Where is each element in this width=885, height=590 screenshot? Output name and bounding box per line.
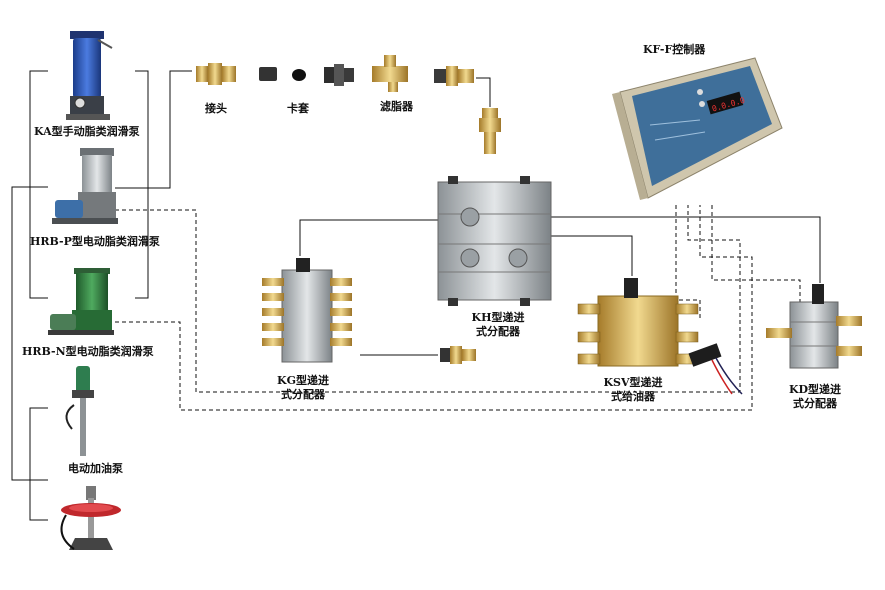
kh-distributor-label-line2: 式分配器 xyxy=(476,325,520,338)
drum-pump-image xyxy=(60,486,121,550)
kd-distributor-label-line1: KD型递进 xyxy=(788,383,842,396)
kh-distributor-label-line1: KH型递进 xyxy=(471,311,525,324)
black-fitting-image xyxy=(324,64,354,86)
kg-distributor-label-line2: 式分配器 xyxy=(281,388,325,401)
electric-pump-label: 电动加油泵 xyxy=(68,462,123,475)
joint-label: 接头 xyxy=(205,102,227,115)
controller-label: KF-F控制器 xyxy=(643,43,706,56)
ferrule-fitting-image xyxy=(259,67,306,81)
vertical-fitting-image xyxy=(479,108,501,154)
hrbn-pump-image xyxy=(48,268,114,335)
grease-filter-label: 滤脂器 xyxy=(380,100,413,113)
straight-fitting-image xyxy=(434,66,474,86)
ferrule-label: 卡套 xyxy=(287,102,309,115)
ksv-feeder-image xyxy=(577,278,743,395)
electric-pump-image xyxy=(65,366,94,456)
hrbp-pump-label: HRB-P型电动脂类润滑泵 xyxy=(30,235,160,248)
kd-distributor-label-line2: 式分配器 xyxy=(793,397,837,410)
ksv-feeder-label-line1: KSV型递进 xyxy=(603,376,663,389)
grease-filter-image xyxy=(372,55,408,92)
ka-pump-image xyxy=(66,31,113,120)
joint-fitting-image xyxy=(196,63,236,85)
dashed-signal-lines xyxy=(115,205,801,411)
kf-f-controller-image: 0.0.0.0 xyxy=(612,57,783,200)
kh-distributor-image xyxy=(437,176,552,306)
kd-distributor-image xyxy=(766,284,862,369)
kg-outlet-fitting-image xyxy=(440,346,476,364)
solid-connection-lines xyxy=(11,70,821,521)
ka-pump-label: KA型手动脂类润滑泵 xyxy=(34,125,140,138)
kg-distributor-label-line1: KG型递进 xyxy=(277,374,329,387)
hrbn-pump-label: HRB-N型电动脂类润滑泵 xyxy=(22,345,154,358)
hrbp-pump-image xyxy=(52,148,118,224)
kg-distributor-image xyxy=(262,258,352,363)
ksv-feeder-label-line2: 式给油器 xyxy=(611,390,655,403)
